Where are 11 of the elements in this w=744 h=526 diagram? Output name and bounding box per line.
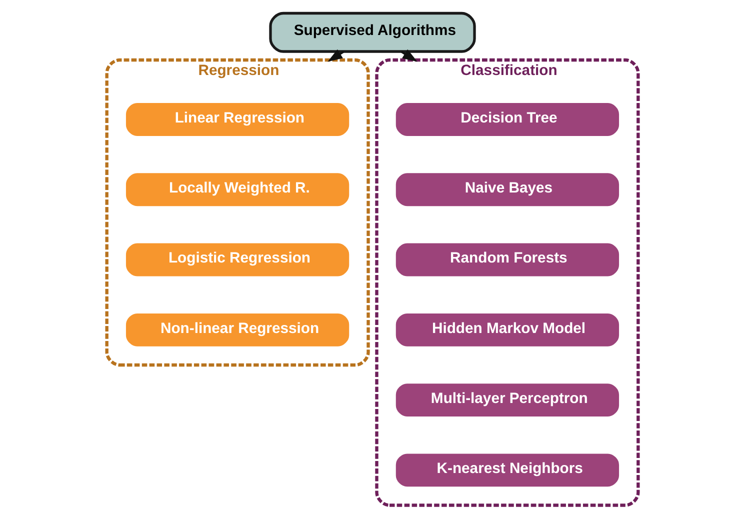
node-box: K-nearest Neighbors bbox=[395, 453, 619, 486]
node-box: Multi-layer Perceptron bbox=[395, 383, 619, 416]
node-box: Supervised Algorithms bbox=[268, 11, 476, 52]
node-box: Linear Regression bbox=[125, 102, 349, 136]
node-box: Logistic Regression bbox=[125, 242, 349, 276]
node-box: Hidden Markov Model bbox=[395, 312, 619, 346]
node-box: Random Forests bbox=[395, 242, 619, 276]
node-box: Decision Tree bbox=[395, 102, 619, 136]
node-box: Naive Bayes bbox=[395, 172, 619, 206]
node-box: Non-linear Regression bbox=[125, 312, 349, 346]
node-box: Locally Weighted R. bbox=[125, 172, 349, 206]
